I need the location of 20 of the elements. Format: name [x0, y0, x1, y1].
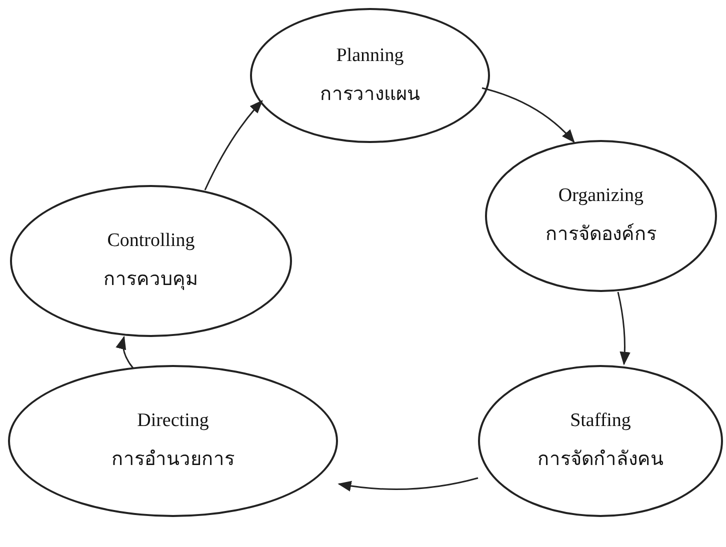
ellipse	[8, 365, 338, 517]
thai-label: การจัดกำลังคน	[538, 449, 664, 472]
english-label: Planning	[336, 44, 404, 68]
arrow	[338, 477, 478, 492]
thai-label: การควบคุม	[104, 269, 198, 292]
arrow	[482, 87, 575, 143]
ellipse	[250, 8, 490, 143]
arrow	[617, 292, 630, 366]
english-label: Staffing	[570, 410, 631, 433]
english-label: Directing	[137, 410, 209, 433]
ellipse	[478, 365, 723, 517]
thai-label: การจัดองค์กร	[546, 224, 656, 247]
ellipse	[485, 140, 717, 292]
arrow	[204, 100, 263, 190]
arrow	[116, 336, 134, 368]
english-label: Controlling	[107, 230, 195, 253]
ellipse	[10, 185, 292, 337]
thai-label: การวางแผน	[320, 84, 420, 106]
thai-label: การอำนวยการ	[112, 449, 234, 472]
english-label: Organizing	[558, 185, 644, 208]
